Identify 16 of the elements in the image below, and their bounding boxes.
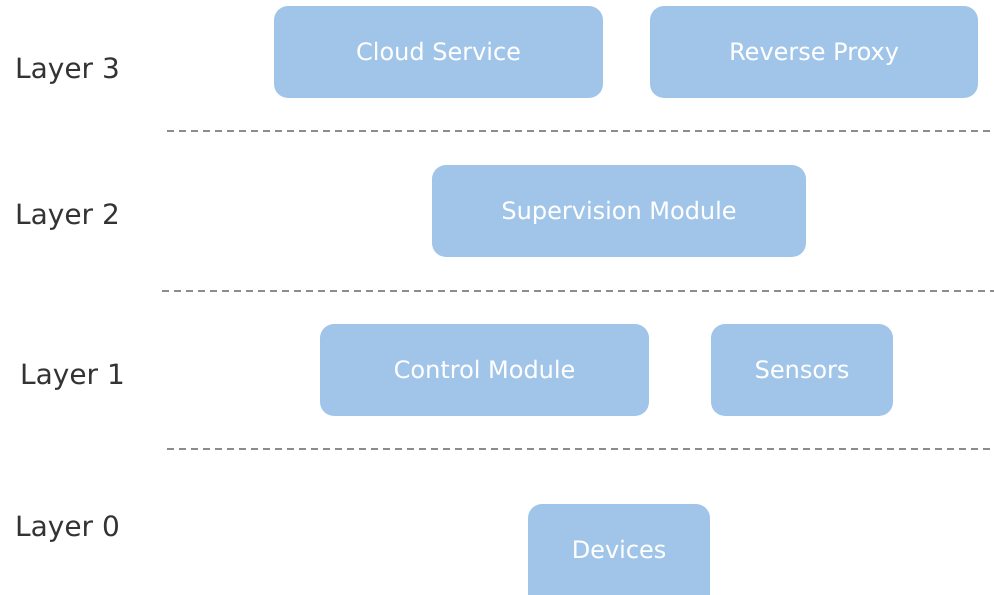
component-label: Control Module [394, 356, 576, 384]
component-label: Devices [572, 536, 666, 564]
component-box [274, 6, 603, 98]
component-box [711, 324, 893, 416]
layer-label: Layer 1 [20, 358, 125, 391]
component-box [650, 6, 978, 98]
component-box [528, 504, 710, 595]
component-box [320, 324, 649, 416]
layer-label: Layer 0 [15, 510, 120, 543]
component-label: Reverse Proxy [729, 38, 899, 66]
component-label: Supervision Module [501, 197, 737, 225]
component-label: Sensors [754, 356, 850, 384]
component-box [432, 165, 806, 257]
layer-label: Layer 3 [15, 52, 120, 85]
component-label: Cloud Service [356, 38, 521, 66]
layer-label: Layer 2 [15, 198, 120, 231]
